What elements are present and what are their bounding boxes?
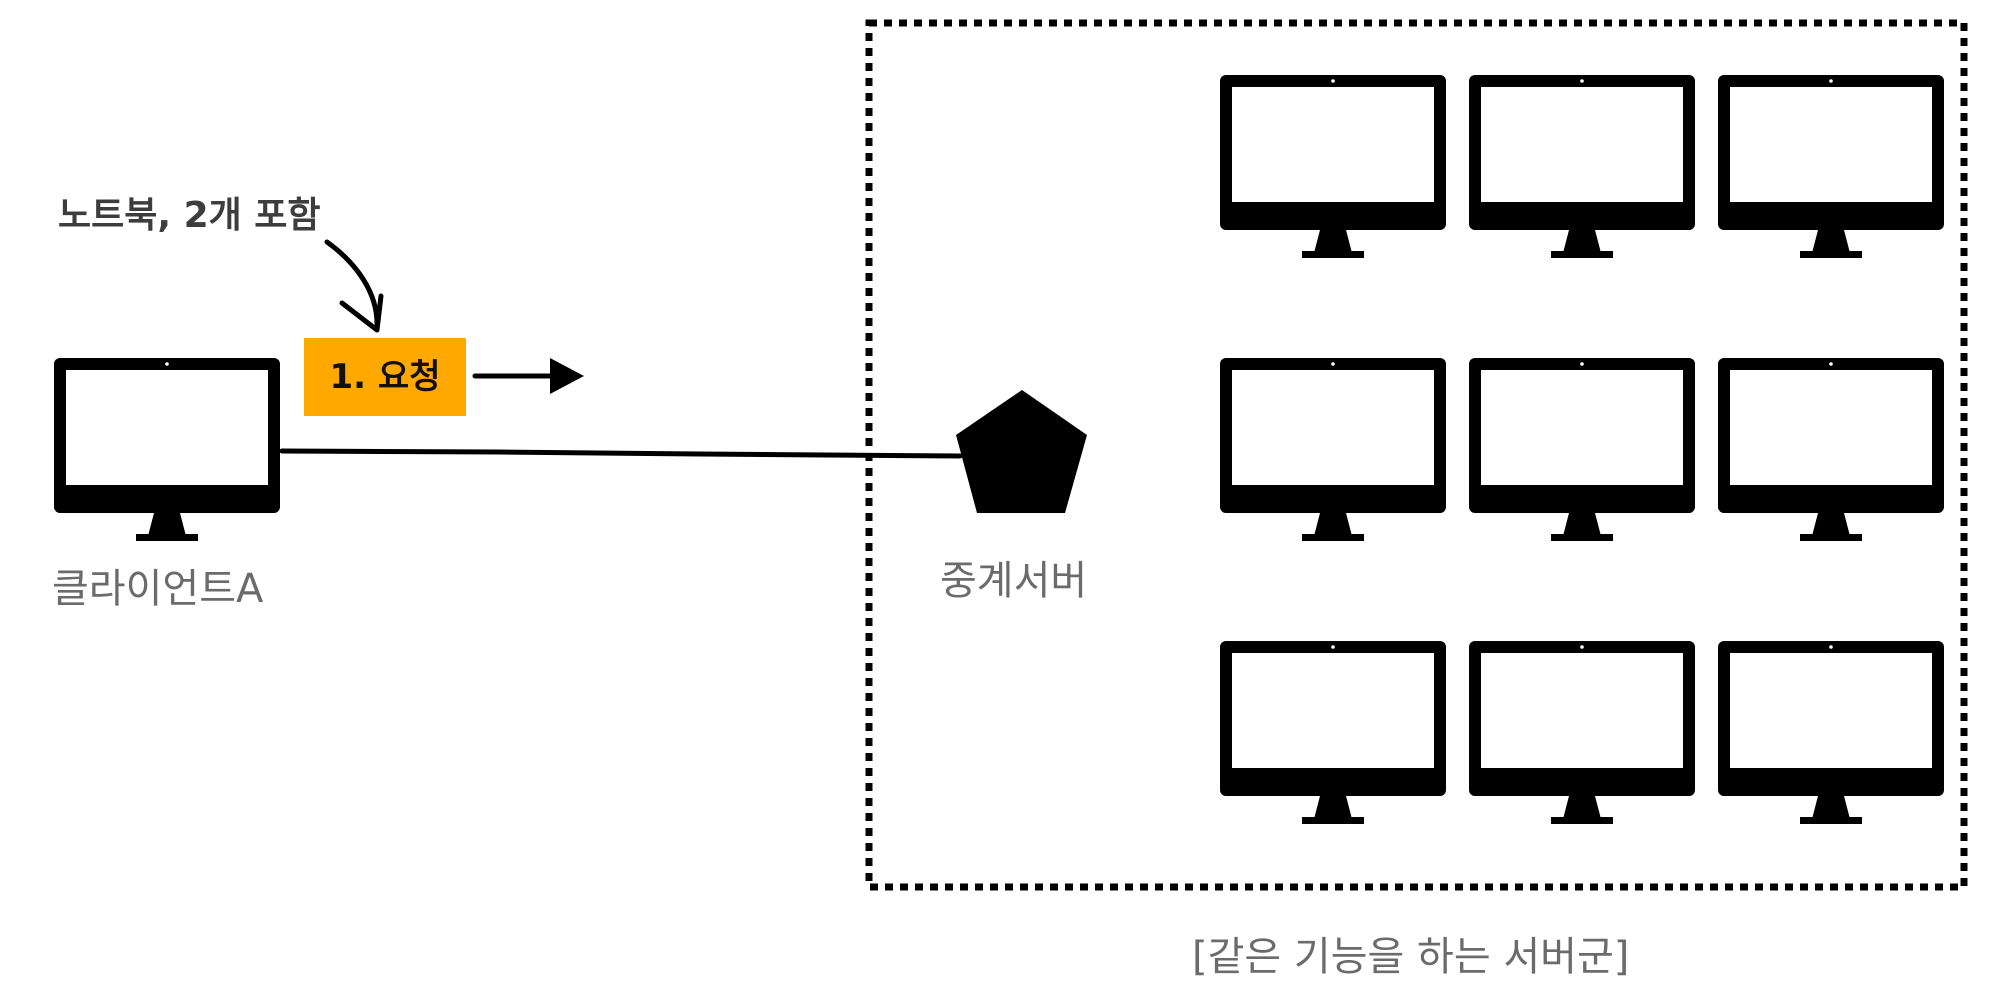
server-monitor-icon — [1220, 641, 1446, 824]
relay-server-label: 중계서버 — [940, 558, 1088, 604]
server-monitor-icon — [1220, 75, 1446, 258]
server-monitor-icon — [1469, 75, 1695, 258]
server-monitor-icon — [1718, 358, 1944, 541]
server-grid — [1220, 75, 1944, 824]
annotation-text: 노트북, 2개 포함 — [58, 195, 321, 236]
server-monitor-icon — [1469, 641, 1695, 824]
server-monitor-icon — [1718, 75, 1944, 258]
client-label: 클라이언트A — [52, 566, 264, 612]
request-label: 1. 요청 — [329, 357, 441, 397]
server-monitor-icon — [1469, 358, 1695, 541]
client-monitor-icon — [54, 358, 280, 541]
relay-server-icon — [956, 390, 1087, 513]
server-monitor-icon — [1220, 358, 1446, 541]
request-box: 1. 요청 — [304, 338, 466, 416]
connection-line — [279, 448, 963, 459]
request-arrow-head — [550, 358, 584, 394]
server-monitor-icon — [1718, 641, 1944, 824]
server-group-label: [같은 기능을 하는 서버군] — [1192, 934, 1630, 980]
annotation-arrow-head — [339, 293, 384, 333]
